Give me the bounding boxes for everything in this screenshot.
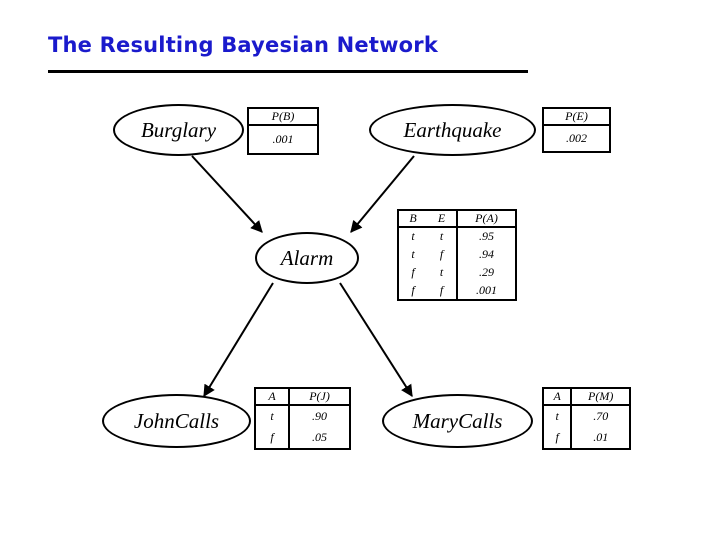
cpt-header-cell: P(B) (249, 109, 317, 126)
cpt-row: f .01 (544, 427, 629, 448)
node-johncalls[interactable]: JohnCalls (102, 394, 251, 448)
cpt-cell: t (427, 263, 459, 282)
cpt-cell: .70 (593, 409, 609, 424)
cpt-cell: .002 (566, 131, 587, 145)
title-divider (48, 70, 528, 73)
cpt-cell: f (427, 245, 459, 264)
cpt-cell: t (544, 404, 573, 428)
cpt-burglary: P(B) .001 (247, 107, 319, 155)
node-johncalls-label: JohnCalls (133, 408, 220, 433)
cpt-row: .001 (249, 125, 317, 153)
cpt-cell: .001 (272, 132, 294, 146)
cpt-cell: .05 (312, 430, 328, 445)
cpt-earthquake: P(E) .002 (542, 107, 611, 153)
cpt-header-cell: E (427, 211, 459, 228)
cpt-row: f .05 (256, 427, 349, 448)
cpt-header-cell: B (399, 211, 428, 228)
cpt-cell: f (411, 265, 415, 280)
cpt-cell: .29 (479, 265, 494, 280)
cpt-header-cell: P(A) (457, 211, 515, 228)
cpt-earthquake-table: P(E) .002 (544, 109, 609, 151)
cpt-cell: .94 (479, 247, 494, 262)
edge-alarm-marycalls (339, 282, 413, 398)
page-title: The Resulting Bayesian Network (48, 33, 439, 57)
node-alarm[interactable]: Alarm (255, 232, 359, 284)
cpt-cell: t (411, 247, 415, 262)
cpt-cell: f (411, 282, 415, 297)
cpt-cell: .001 (476, 282, 497, 297)
node-alarm-label: Alarm (280, 245, 334, 270)
cpt-row: t .70 (544, 404, 629, 428)
node-marycalls[interactable]: MaryCalls (382, 394, 533, 448)
cpt-cell: t (256, 404, 291, 428)
node-marycalls-label: MaryCalls (412, 408, 503, 433)
node-burglary[interactable]: Burglary (113, 104, 244, 156)
cpt-header-cell: A (256, 389, 291, 406)
cpt-cell: t (427, 226, 459, 246)
cpt-cell: f (544, 427, 573, 448)
cpt-header-cell: P(J) (289, 389, 349, 406)
node-earthquake-label: Earthquake (403, 117, 502, 142)
cpt-header-cell: A (544, 389, 573, 406)
cpt-cell: .95 (479, 229, 494, 244)
node-earthquake[interactable]: Earthquake (369, 104, 536, 156)
cpt-cell: .01 (593, 430, 609, 445)
cpt-burglary-table: P(B) .001 (249, 109, 317, 153)
edge-burglary-alarm (191, 155, 263, 233)
cpt-cell: .90 (312, 409, 328, 424)
cpt-cell: t (411, 229, 415, 244)
edge-earthquake-alarm (350, 155, 415, 233)
cpt-header-cell: P(E) (544, 109, 609, 126)
cpt-row: .002 (544, 125, 609, 151)
cpt-row: t .90 (256, 404, 349, 428)
node-burglary-label: Burglary (140, 117, 217, 142)
cpt-cell: f (256, 427, 291, 448)
edge-alarm-johncalls (203, 282, 274, 398)
cpt-header-cell: P(M) (571, 389, 629, 406)
cpt-cell: f (427, 281, 459, 299)
